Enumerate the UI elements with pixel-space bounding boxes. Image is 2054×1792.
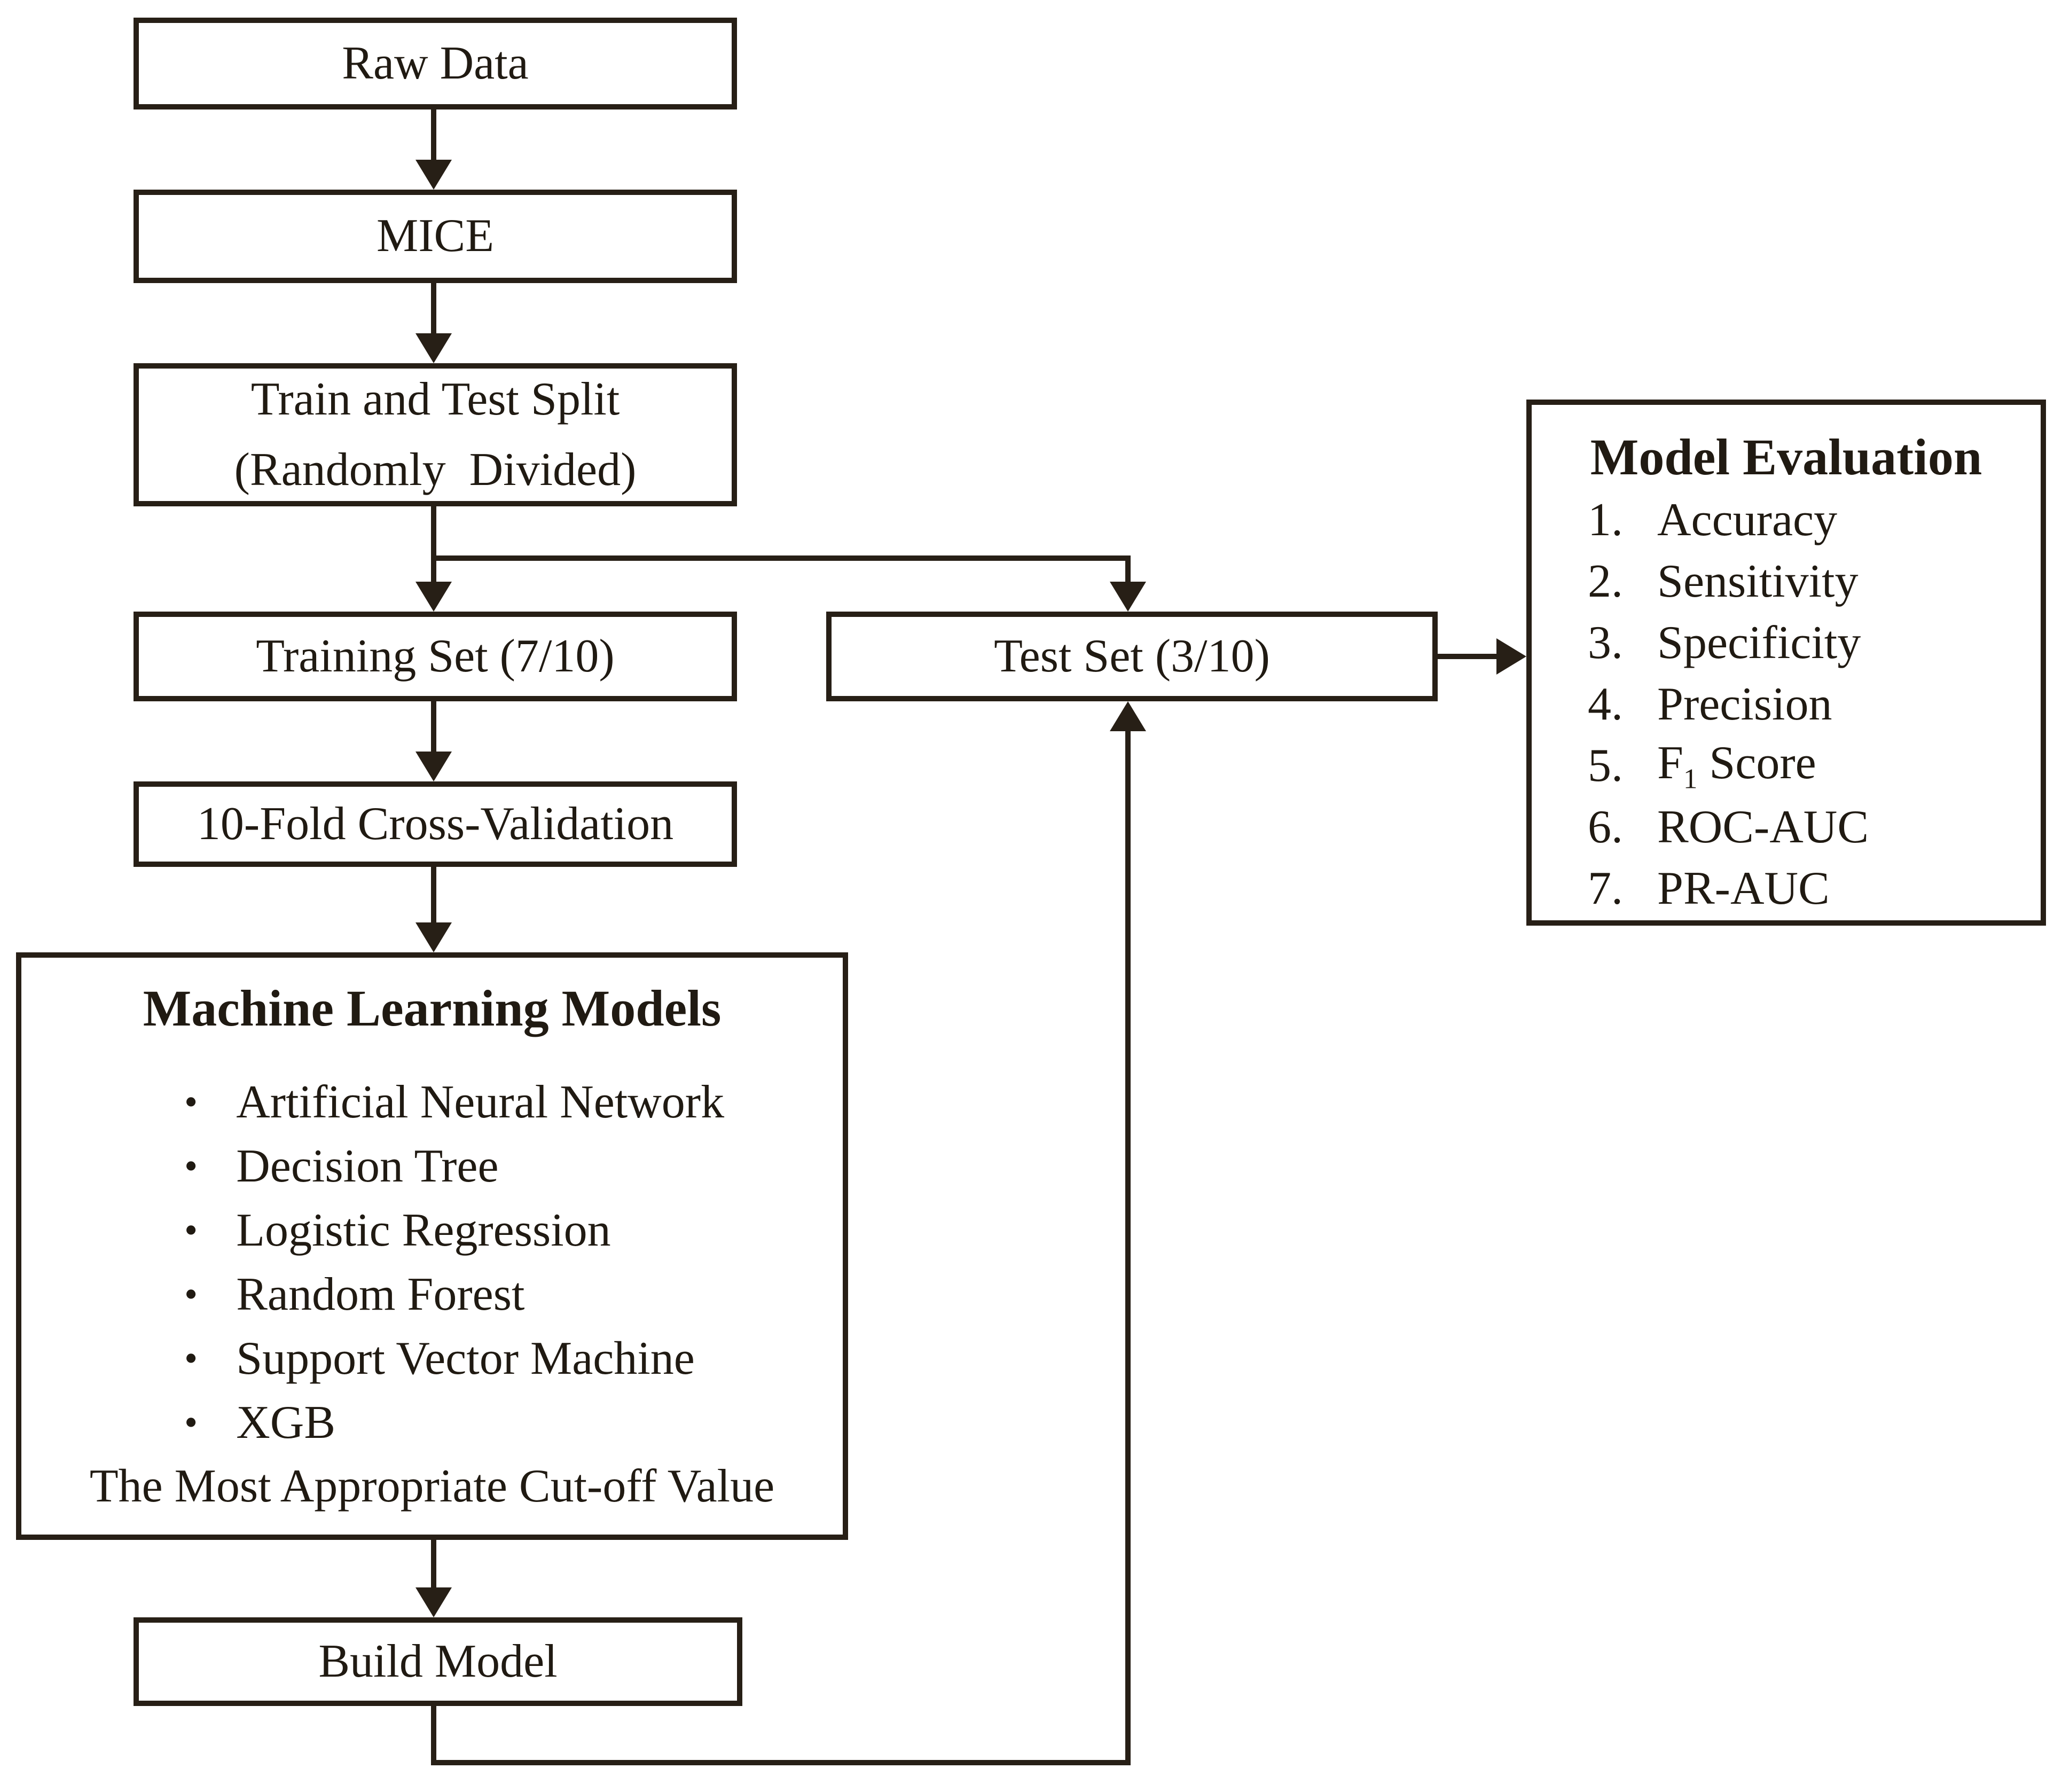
f1-rest: Score xyxy=(1697,737,1816,789)
list-item: • Artificial Neural Network xyxy=(184,1070,821,1134)
cross-validation-label: 10-Fold Cross-Validation xyxy=(197,797,674,850)
list-item: • Support Vector Machine xyxy=(184,1326,821,1390)
ml-model-label: Artificial Neural Network xyxy=(236,1076,725,1128)
eval-item: 6. ROC-AUC xyxy=(1542,796,2030,858)
list-item: • XGB xyxy=(184,1390,821,1454)
eval-item: 4. Precision xyxy=(1542,674,2030,735)
ml-model-label: Decision Tree xyxy=(236,1140,499,1192)
ml-model-label: Support Vector Machine xyxy=(236,1332,695,1384)
ml-model-label: Random Forest xyxy=(236,1268,525,1320)
arrowhead-cv-to-ml xyxy=(415,922,452,952)
line-loop-horizontal xyxy=(431,1760,1131,1765)
bullet-icon: • xyxy=(184,1209,198,1251)
bullet-icon: • xyxy=(184,1273,198,1316)
node-build-model: Build Model xyxy=(134,1617,742,1706)
line-raw-to-mice xyxy=(431,109,436,160)
eval-item: 1. Accuracy xyxy=(1542,489,2030,551)
eval-item: 5. F1 Score xyxy=(1542,735,2030,796)
f1-base: F xyxy=(1657,737,1683,789)
line-branch-to-test xyxy=(1125,561,1131,582)
line-cv-to-ml xyxy=(431,866,436,922)
raw-data-label: Raw Data xyxy=(342,37,529,89)
ml-model-label: Logistic Regression xyxy=(236,1204,611,1256)
node-raw-data: Raw Data xyxy=(134,18,737,109)
list-item: • Decision Tree xyxy=(184,1134,821,1198)
eval-item-label: Specificity xyxy=(1657,617,1861,669)
f1-subscript: 1 xyxy=(1683,763,1698,795)
eval-item-label: Sensitivity xyxy=(1657,555,1859,607)
arrowhead-training-to-cv xyxy=(415,752,452,781)
ml-models-footer: The Most Appropriate Cut-off Value xyxy=(89,1460,775,1512)
bullet-icon: • xyxy=(184,1401,198,1444)
eval-item-label: Accuracy xyxy=(1657,494,1838,546)
line-loop-up xyxy=(1125,731,1131,1760)
eval-item-number: 2. xyxy=(1588,555,1623,607)
line-ml-to-build xyxy=(431,1540,436,1587)
eval-item: 7. PR-AUC xyxy=(1542,858,2030,919)
line-branch-horizontal xyxy=(431,555,1131,561)
list-item: • Random Forest xyxy=(184,1262,821,1326)
ml-model-label: XGB xyxy=(236,1396,336,1449)
build-model-label: Build Model xyxy=(318,1635,558,1687)
bullet-icon: • xyxy=(184,1337,198,1380)
list-item: • Logistic Regression xyxy=(184,1198,821,1262)
mice-label: MICE xyxy=(377,210,494,262)
node-mice: MICE xyxy=(134,190,737,283)
eval-item: 2. Sensitivity xyxy=(1542,551,2030,612)
eval-item: 3. Specificity xyxy=(1542,612,2030,674)
model-evaluation-title: Model Evaluation xyxy=(1590,428,1982,486)
node-cross-validation: 10-Fold Cross-Validation xyxy=(134,781,737,867)
arrowhead-ml-to-build xyxy=(415,1587,452,1617)
eval-item-number: 7. xyxy=(1588,863,1623,914)
eval-item-number: 6. xyxy=(1588,801,1623,853)
arrowhead-test-to-eval xyxy=(1496,638,1526,675)
eval-item-number: 3. xyxy=(1588,617,1623,669)
node-training-set: Training Set (7/10) xyxy=(134,612,737,701)
bullet-icon: • xyxy=(184,1145,198,1187)
line-mice-to-split xyxy=(431,283,436,333)
node-test-set: Test Set (3/10) xyxy=(826,612,1438,701)
bullet-icon: • xyxy=(184,1081,198,1123)
eval-item-label: F1 Score xyxy=(1657,736,1816,795)
eval-item-label: ROC-AUC xyxy=(1657,801,1869,853)
eval-item-label: Precision xyxy=(1657,678,1832,730)
line-training-to-cv xyxy=(431,701,436,752)
ml-models-title: Machine Learning Models xyxy=(143,980,722,1037)
arrowhead-branch-to-test xyxy=(1110,582,1146,612)
eval-item-number: 1. xyxy=(1588,494,1623,546)
arrowhead-raw-to-mice xyxy=(415,160,452,190)
test-set-label: Test Set (3/10) xyxy=(994,630,1270,682)
node-model-evaluation: Model Evaluation 1. Accuracy 2. Sensitivit… xyxy=(1526,400,2046,926)
eval-item-label: PR-AUC xyxy=(1657,863,1830,914)
arrowhead-loop-to-test xyxy=(1110,701,1146,731)
arrowhead-split-to-training xyxy=(415,582,452,612)
eval-item-number: 5. xyxy=(1588,740,1623,792)
line-build-down xyxy=(431,1706,436,1765)
arrowhead-mice-to-split xyxy=(415,333,452,363)
ml-models-list: • Artificial Neural Network • Decision Tre… xyxy=(43,1070,821,1454)
line-split-to-training xyxy=(431,506,436,582)
eval-item-number: 4. xyxy=(1588,678,1623,730)
line-test-to-eval xyxy=(1437,654,1496,659)
split-label-line2: (Randomly Divided) xyxy=(234,444,637,496)
node-train-test-split: Train and Test Split (Randomly Divided) xyxy=(134,363,737,506)
training-set-label: Training Set (7/10) xyxy=(256,630,615,682)
node-ml-models: Machine Learning Models • Artificial Neur… xyxy=(16,952,848,1540)
split-label-line1: Train and Test Split xyxy=(250,373,620,425)
